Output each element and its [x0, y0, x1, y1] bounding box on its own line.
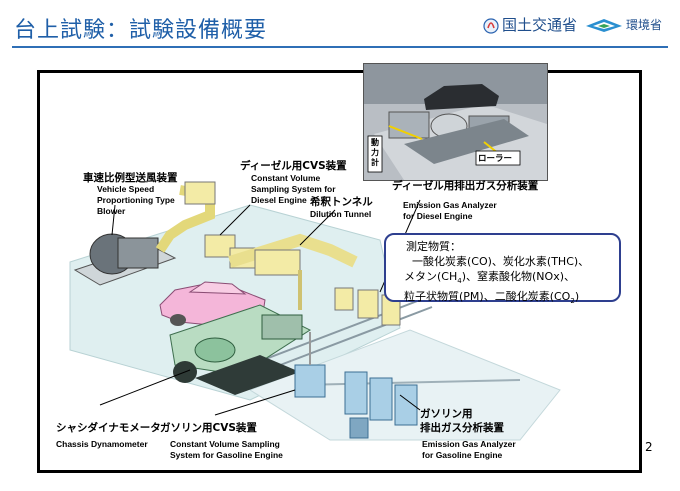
gasoline-analyzer-rack-2 — [369, 377, 393, 421]
leader-gcvs — [214, 389, 296, 416]
label-gcvs-en-2: System for Gasoline Engine — [170, 450, 283, 460]
substances-line-2-b: )、窒素酸化物(NOx)、 — [461, 270, 575, 283]
dynamometer-photo: 動力計 ローラー — [363, 63, 548, 181]
label-dana-en-2: for Diesel Engine — [403, 211, 473, 221]
diesel-cvs-unit-1 — [184, 181, 216, 205]
mlit-name: 国土交通省 — [501, 16, 577, 34]
gasoline-cvs-unit — [294, 364, 326, 398]
substances-line-2-sub: 4 — [457, 277, 462, 286]
label-blower-en-1: Vehicle Speed — [97, 184, 155, 194]
chassis-dyno-motor — [261, 314, 303, 340]
label-gana-en-2: for Gasoline Engine — [422, 450, 503, 460]
dilution-tunnel-box — [254, 249, 301, 276]
chassis-dyno-platform — [195, 355, 300, 395]
label-blower-en-2: Proportioning Type — [97, 195, 175, 205]
photo-label-dyno: 動力計 — [371, 138, 379, 167]
diagram-frame — [37, 70, 642, 473]
blower-motor — [117, 237, 159, 269]
substances-line-3-a: 粒子状物質(PM)、二酸化炭素(CO — [404, 290, 571, 304]
label-tunnel-en: Dilution Tunnel — [310, 209, 372, 219]
dynamometer-photo-image — [364, 64, 547, 180]
measured-substances-box: 測定物質： 一酸化炭素(CO)、炭化水素(THC)、 メタン(CH4)、窒素酸化… — [384, 233, 621, 305]
diesel-analyzer-rack-1 — [334, 287, 354, 311]
page-title: 台上試験：試験設備概要 — [14, 18, 268, 43]
substances-line-1: 一酸化炭素(CO)、炭化水素(THC)、 — [412, 255, 590, 268]
substances-line-2-a: メタン(CH — [404, 270, 458, 283]
pipe-floor — [299, 379, 521, 386]
label-gana-jp-1: ガソリン用 — [420, 408, 473, 420]
leader-gana — [399, 394, 421, 411]
label-blower-en-3: Blower — [97, 206, 126, 216]
substances-line-3-b: ) — [574, 290, 580, 304]
label-gcvs-jp: ガソリン用CVS装置 — [160, 422, 257, 434]
mlit-logo: 国土交通省 — [483, 14, 577, 35]
label-dana-en-1: Emission Gas Analyzer — [403, 200, 497, 210]
label-chassis-en: Chassis Dynamometer — [56, 439, 148, 449]
label-dcvs-en-2: Sampling System for — [251, 184, 336, 194]
substances-line-3-sub: 2 — [570, 297, 575, 306]
moe-emblem-icon — [585, 18, 622, 32]
label-gcvs-en-1: Constant Volume Sampling — [170, 439, 280, 449]
label-gana-en-1: Emission Gas Analyzer — [422, 439, 516, 449]
diesel-analyzer-rack-2 — [357, 289, 379, 319]
substances-title: 測定物質： — [406, 240, 461, 253]
label-dcvs-en-3: Diesel Engine — [251, 195, 307, 205]
rail-2 — [261, 306, 433, 373]
leader-chassis — [99, 369, 191, 406]
substances-line-2: メタン(CH4)、窒素酸化物(NOx)、 — [404, 269, 611, 289]
chassis-dyno-roller — [194, 337, 236, 363]
leader-blower — [111, 204, 116, 236]
label-chassis-jp: シャシダイナモメータ — [56, 422, 161, 434]
page-number: 2 — [645, 440, 653, 454]
label-blower-jp: 車速比例型送風装置 — [83, 172, 178, 184]
label-tunnel-jp: 希釈トンネル — [310, 196, 373, 208]
gasoline-analyzer-rack-1 — [344, 371, 368, 415]
label-dcvs-en-1: Constant Volume — [251, 173, 321, 183]
mlit-emblem-icon — [483, 17, 499, 34]
vehicle-wheel-front — [170, 314, 186, 326]
title-underline — [12, 46, 668, 48]
leader-tunnel — [299, 209, 336, 246]
leader-dcvs — [219, 204, 251, 236]
moe-name: 環境省 — [625, 18, 662, 32]
vehicle-roof — [188, 281, 247, 295]
substances-line-3: 粒子状物質(PM)、二酸化炭素(CO2) — [404, 289, 611, 309]
moe-logo: 環境省 — [585, 16, 662, 33]
label-dcvs-jp: ディーゼル用CVS装置 — [240, 160, 347, 172]
header-logos: 国土交通省 環境省 — [483, 14, 662, 35]
label-dana-jp: ディーゼル用排出ガス分析装置 — [392, 180, 539, 192]
label-gana-jp-2: 排出ガス分析装置 — [420, 422, 504, 434]
gasoline-analyzer-cabinet — [349, 417, 369, 439]
photo-label-roller: ローラー — [478, 154, 513, 164]
